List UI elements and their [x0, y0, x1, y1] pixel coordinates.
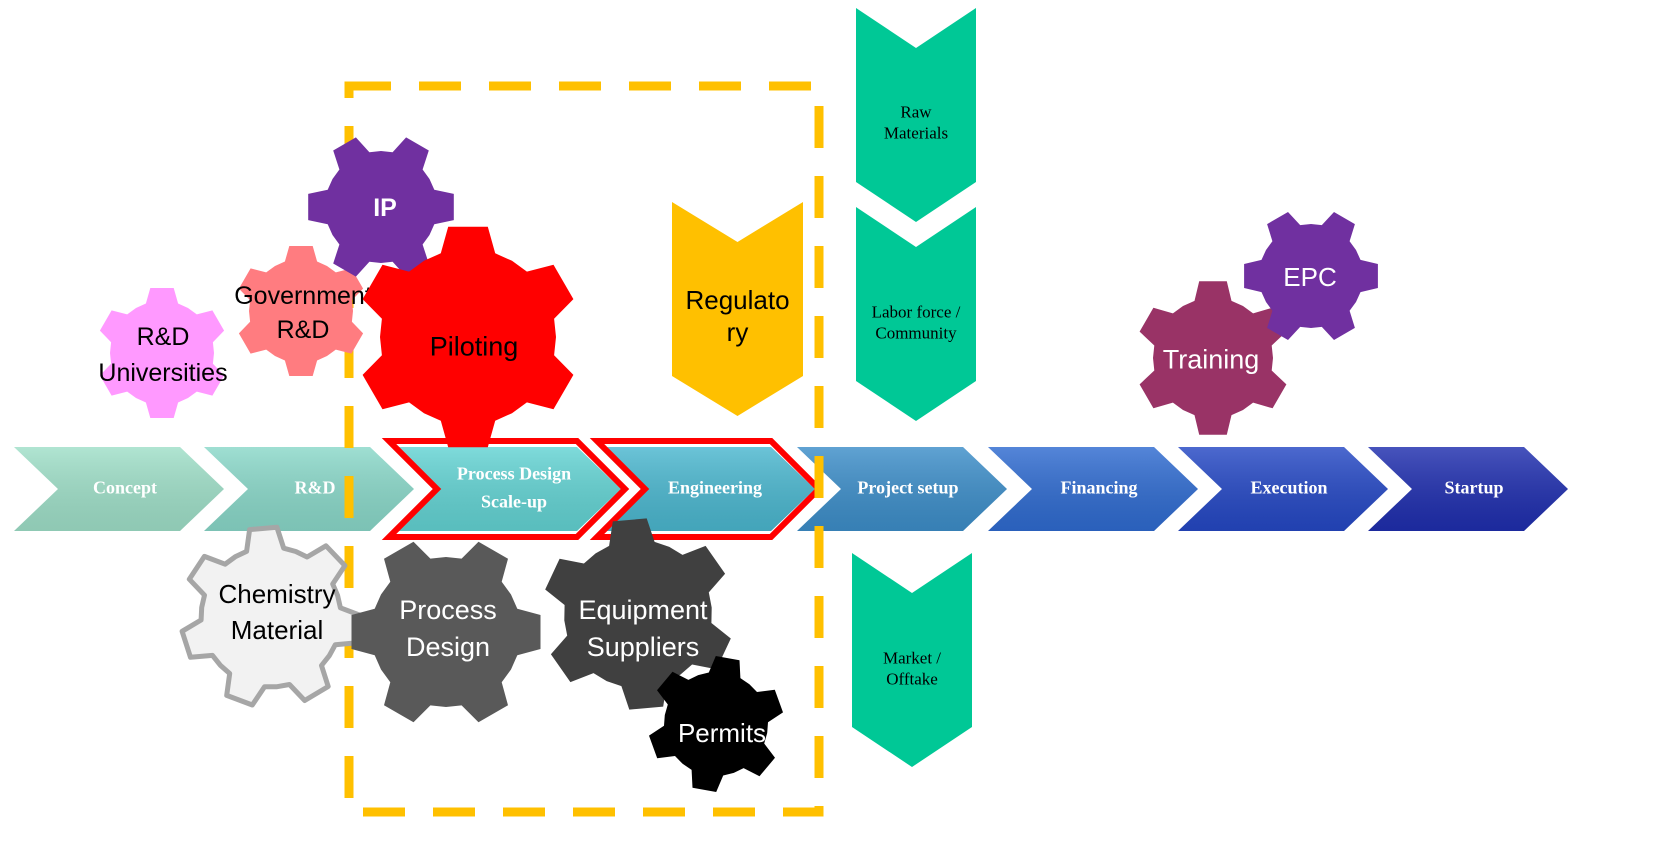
process-step-r-d: R&D	[204, 447, 414, 531]
process-step-financing: Financing	[988, 447, 1198, 531]
gear-icon	[1244, 212, 1378, 340]
step-highlight-outline	[589, 438, 824, 540]
process-step-execution: Execution	[1178, 447, 1388, 531]
output-chevron-market: Market /Offtake	[852, 553, 972, 767]
gear-icon	[99, 288, 225, 418]
step-chevron-shading	[603, 447, 815, 531]
step-chevron-shading	[988, 447, 1198, 531]
process-step-startup: Startup	[1368, 447, 1568, 531]
gear-icon	[351, 541, 541, 723]
dashed-focus-box	[344, 81, 824, 817]
step-label: Engineering	[668, 477, 762, 497]
gear-label: Permits	[678, 718, 766, 748]
process-step-project-setup: Project setup	[797, 447, 1007, 531]
gear-training: Training	[1139, 281, 1287, 435]
step-chevron-shading	[14, 447, 224, 531]
chevron-label: Labor force /Community	[872, 302, 961, 342]
step-label: R&D	[295, 477, 336, 497]
gear-label: EPC	[1283, 262, 1336, 292]
gear-ip: IP	[308, 137, 454, 277]
gear-epc: EPC	[1244, 212, 1378, 340]
chevron-label: Market /Offtake	[883, 648, 941, 688]
step-highlight-outline	[381, 438, 630, 540]
input-chevron-labor-force: Labor force /Community	[856, 207, 976, 421]
gear-icon	[649, 656, 783, 792]
step-label: Startup	[1444, 477, 1503, 497]
step-label: Project setup	[857, 477, 958, 497]
gear-piloting: Piloting	[362, 226, 574, 448]
chevron-shape	[856, 8, 976, 222]
gear-icon	[1139, 281, 1287, 435]
gear-icon	[362, 226, 574, 448]
gear-permits: Permits	[649, 656, 783, 792]
chevron-shape	[856, 207, 976, 421]
chevron-shape	[852, 553, 972, 767]
process-step-concept: Concept	[14, 447, 224, 531]
gear-label: Training	[1163, 344, 1260, 374]
process-step-engineering: Engineering	[589, 438, 824, 540]
step-label: Concept	[93, 477, 157, 497]
gear-icon	[179, 524, 364, 708]
step-chevron-shading	[204, 447, 414, 531]
step-label: Execution	[1250, 477, 1327, 497]
gear-icon	[308, 137, 454, 277]
step-chevron-shading	[1178, 447, 1388, 531]
step-chevron-shading	[395, 447, 621, 531]
gear-icon	[545, 518, 731, 710]
step-chevron-shading	[797, 447, 1007, 531]
gear-label: Piloting	[430, 331, 519, 361]
step-chevron-shading	[1368, 447, 1568, 531]
gear-icon	[238, 246, 364, 376]
gear-label: IP	[373, 194, 397, 222]
step-label: Financing	[1060, 477, 1137, 497]
chevron-shape	[672, 202, 803, 416]
